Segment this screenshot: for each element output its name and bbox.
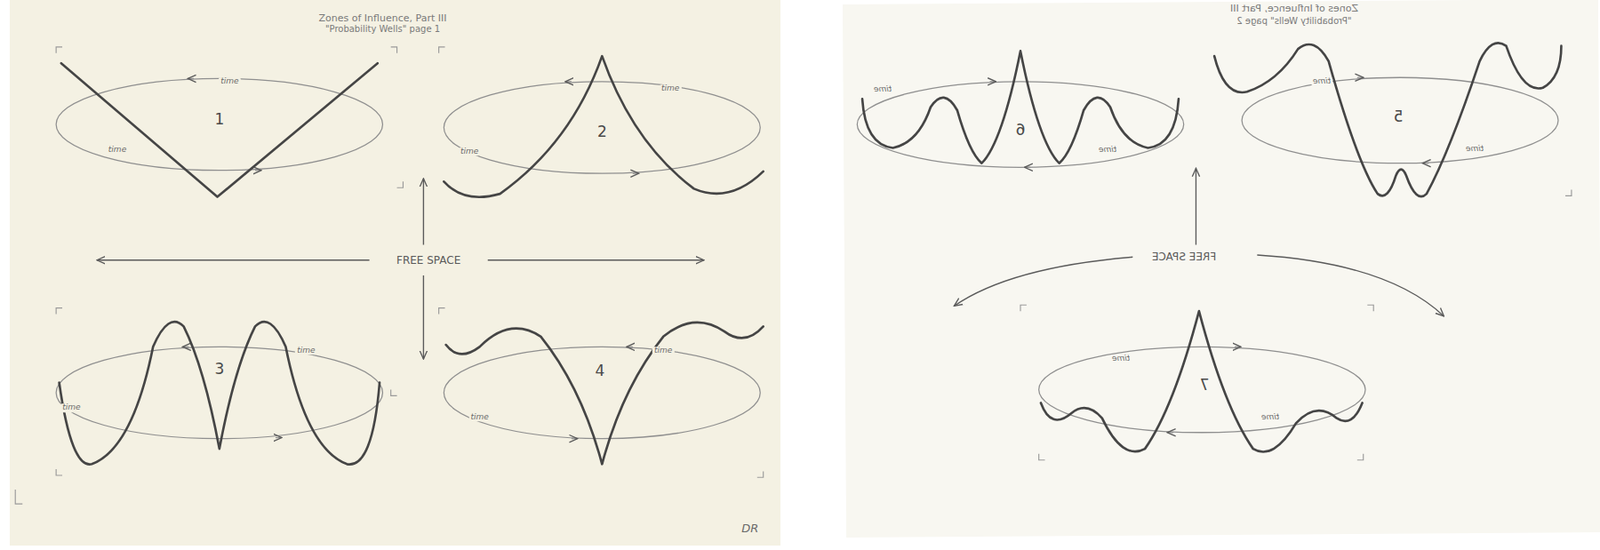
well-number: 2 bbox=[595, 124, 609, 141]
signature: DR bbox=[739, 522, 760, 536]
well-number: 7 bbox=[1197, 377, 1211, 394]
time-label: time bbox=[218, 77, 240, 86]
free-space-arrow bbox=[96, 168, 1444, 360]
time-label: time bbox=[1109, 354, 1131, 363]
time-label: time bbox=[106, 145, 128, 154]
page-title: Zones of Influence, Part III bbox=[317, 13, 449, 24]
page-title: Zones of Influence, Part III bbox=[1228, 4, 1360, 16]
time-label: time bbox=[295, 346, 317, 355]
free-space-label: FREE SPACE bbox=[394, 254, 463, 266]
time-label: time bbox=[659, 84, 681, 93]
time-arrow bbox=[182, 77, 1429, 439]
paper-page bbox=[842, 0, 1600, 538]
time-label: time bbox=[652, 346, 674, 355]
time-label: time bbox=[1259, 413, 1281, 422]
well-curve bbox=[59, 42, 1562, 464]
paper-page bbox=[9, 0, 781, 546]
time-ellipse bbox=[56, 77, 1559, 439]
time-label: time bbox=[60, 403, 82, 412]
free-space-label: FREE SPACE bbox=[1150, 251, 1218, 264]
time-label: time bbox=[1096, 145, 1118, 154]
well-number: 4 bbox=[593, 363, 608, 380]
page-subtitle: "Probability Wells" page 1 bbox=[323, 24, 442, 35]
page-subtitle: "Probability Wells" page 2 bbox=[1234, 16, 1353, 27]
time-label: time bbox=[1464, 144, 1486, 153]
well-number: 1 bbox=[212, 112, 226, 129]
time-label: time bbox=[872, 85, 894, 94]
well-number: 3 bbox=[212, 361, 226, 378]
well-number: 5 bbox=[1391, 109, 1405, 126]
time-label: time bbox=[458, 147, 480, 156]
time-label: time bbox=[468, 413, 490, 422]
time-label: time bbox=[1310, 77, 1332, 86]
well-number: 6 bbox=[1014, 122, 1028, 139]
corner-mark bbox=[15, 47, 1572, 504]
